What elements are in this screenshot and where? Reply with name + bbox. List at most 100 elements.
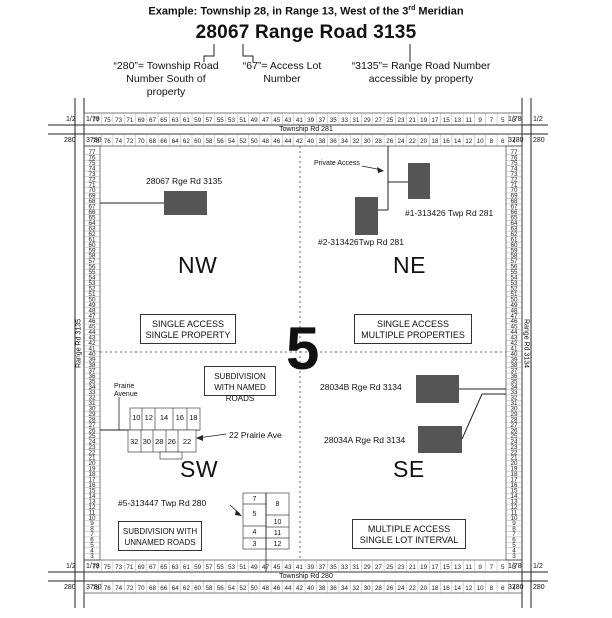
lot-number-right: 68 <box>510 198 518 205</box>
lot-number-left: 37 <box>88 367 96 374</box>
header-title: Example: Township 28, in Range 13, West … <box>148 5 464 18</box>
lot-number-right: 19 <box>510 466 518 473</box>
lot-number-left: 62 <box>88 231 96 238</box>
lot-number-bottom-2: 16 <box>443 585 451 592</box>
lot-number-top-2: 66 <box>160 138 168 145</box>
lot-number-right: 54 <box>510 275 518 282</box>
lot-number-top-2: 4 <box>512 138 516 145</box>
lot-number-top-2: 16 <box>443 138 451 145</box>
lot-number-left: 52 <box>88 285 96 292</box>
lot-number-left: 51 <box>88 291 96 298</box>
lot-number-top: 15 <box>443 117 451 124</box>
lot-number-bottom: 23 <box>398 564 406 571</box>
lot-number-right: 48 <box>510 307 518 314</box>
corner-label-b2-l-b: 3780 <box>86 584 102 591</box>
lot-number-top-2: 18 <box>431 138 439 145</box>
prairie-avenue-label-2: Avenue <box>114 391 138 398</box>
quadrant-ne: NE <box>393 252 426 278</box>
lot-number-right: 61 <box>510 236 518 243</box>
unnamed-lot-number: 3 <box>252 541 257 548</box>
lot-number-bottom: 31 <box>352 564 360 571</box>
lot-number-bottom: 19 <box>420 564 428 571</box>
lot-number-right: 66 <box>510 209 518 216</box>
lot-number-right: 44 <box>510 329 518 336</box>
lot-number-top-2: 12 <box>465 138 473 145</box>
lot-number-right: 56 <box>510 264 518 271</box>
section-number: 5 <box>286 315 320 382</box>
lot-number-bottom-2: 26 <box>386 585 394 592</box>
lot-number-bottom: 51 <box>239 564 247 571</box>
lot-number-top-2: 62 <box>183 138 191 145</box>
lot-number-bottom-2: 56 <box>217 585 225 592</box>
lot-number-right: 75 <box>510 160 518 167</box>
lot-number-bottom: 55 <box>217 564 225 571</box>
lot-number-right: 64 <box>510 220 518 227</box>
lot-number-right: 32 <box>510 395 518 402</box>
lot-number-left: 12 <box>88 504 96 511</box>
corner-label-b2-l: 280 <box>64 584 76 591</box>
lot-number-top: 27 <box>375 117 383 124</box>
ne-1-label: #1-313426 Twp Rd 281 <box>405 208 494 218</box>
lot-number-right: 8 <box>512 526 516 533</box>
lot-number-left: 23 <box>88 444 96 451</box>
lot-number-left: 10 <box>88 515 96 522</box>
lot-number-top-2: 50 <box>251 138 259 145</box>
lot-number-top-2: 8 <box>490 138 494 145</box>
unnamed-address-label: #5-313447 Twp Rd 280 <box>118 498 207 508</box>
unnamed-address-arrowhead <box>235 510 242 516</box>
lot-number-right: 70 <box>510 187 518 194</box>
lot-number-bottom-2: 34 <box>341 585 349 592</box>
lot-number-top: 49 <box>251 117 259 124</box>
lot-number-right: 7 <box>512 531 516 538</box>
lot-number-top-2: 54 <box>228 138 236 145</box>
lot-number-top-2: 28 <box>375 138 383 145</box>
quadrant-nw: NW <box>178 252 218 278</box>
lot-number-left: 75 <box>88 160 96 167</box>
lot-number-bottom-2: 76 <box>104 585 112 592</box>
lot-number-bottom-2: 74 <box>115 585 123 592</box>
lot-number-right: 59 <box>510 247 518 254</box>
lot-number-top-2: 44 <box>285 138 293 145</box>
lot-number-right: 57 <box>510 258 518 265</box>
lot-number-left: 41 <box>88 346 96 353</box>
lot-number-top-2: 36 <box>330 138 338 145</box>
lot-number-bottom: 45 <box>273 564 281 571</box>
named-lot-number: 18 <box>189 413 198 422</box>
ne-property-1 <box>408 163 430 199</box>
lot-number-left: 71 <box>88 182 96 189</box>
private-access-label: Private Access <box>314 160 360 167</box>
lot-number-left: 77 <box>88 149 96 156</box>
lot-number-left: 65 <box>88 215 96 222</box>
lot-number-left: 47 <box>88 313 96 320</box>
ne-property-2 <box>355 197 378 235</box>
lot-number-right: 15 <box>510 487 518 494</box>
lot-number-left: 34 <box>88 384 96 391</box>
lot-number-left: 8 <box>90 526 94 533</box>
lot-number-right: 67 <box>510 204 518 211</box>
unnamed-lot-number: 7 <box>252 496 257 503</box>
lot-number-left: 53 <box>88 280 96 287</box>
lot-number-right: 77 <box>510 149 518 156</box>
lot-number-right: 34 <box>510 384 518 391</box>
lot-number-bottom: 41 <box>296 564 304 571</box>
lot-number-bottom-2: 52 <box>239 585 247 592</box>
lot-number-right: 20 <box>510 460 518 467</box>
lot-number-bottom: 73 <box>115 564 123 571</box>
lot-number-bottom-2: 38 <box>318 585 326 592</box>
se-a-label: 28034A Rge Rd 3134 <box>324 435 406 445</box>
lot-number-left: 6 <box>90 537 94 544</box>
lot-number-left: 3 <box>90 553 94 560</box>
lot-number-right: 9 <box>512 520 516 527</box>
lot-number-right: 30 <box>510 406 518 413</box>
lot-number-right: 72 <box>510 176 518 183</box>
lot-number-top: 9 <box>478 117 482 124</box>
lot-number-right: 17 <box>510 477 518 484</box>
lot-number-right: 10 <box>510 515 518 522</box>
lot-number-left: 19 <box>88 466 96 473</box>
lot-number-left: 38 <box>88 362 96 369</box>
bottom-road-label: Township Rd 280 <box>279 573 333 580</box>
lot-number-bottom: 17 <box>431 564 439 571</box>
corner-label-b2-r-b: 280 <box>533 584 545 591</box>
corner-label-bl-b: 1/78 <box>86 563 100 570</box>
lot-number-left: 24 <box>88 438 96 445</box>
